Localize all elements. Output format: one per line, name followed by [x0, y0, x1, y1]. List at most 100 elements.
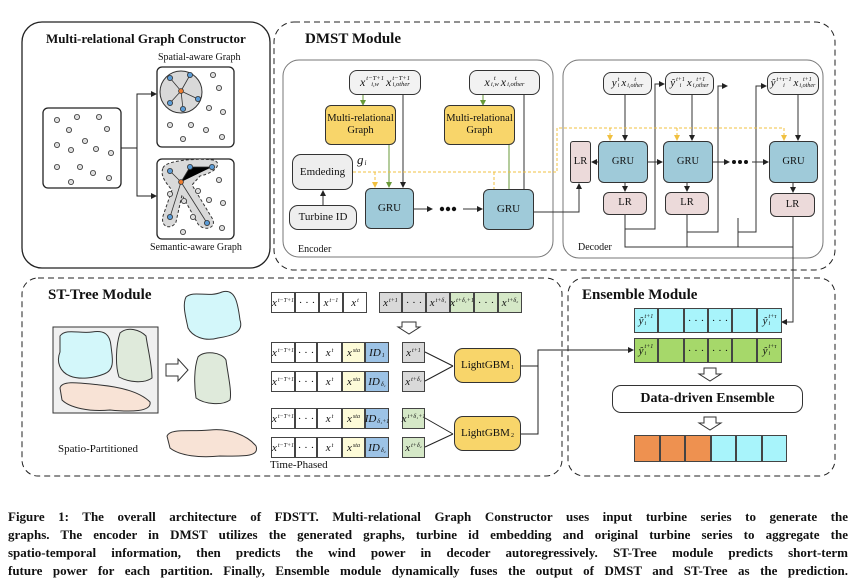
decoder-gru-3: GRU — [769, 141, 818, 183]
caption-line-4: future power for each partition. Finally… — [8, 563, 848, 578]
decoder-gru-2: GRU — [663, 141, 713, 183]
node-dot — [208, 163, 215, 170]
node-dot — [218, 133, 225, 140]
caption-line-2: graphs. The encoder in DMST utilizes the… — [8, 527, 848, 542]
st-tree-prediction-cell — [732, 338, 757, 363]
ensemble-output-cell — [761, 435, 787, 462]
math-symbol: LightGBM 1 — [461, 359, 514, 372]
node-dot — [178, 88, 184, 94]
node-dot — [194, 187, 201, 194]
encoder-gru-2: GRU — [483, 189, 534, 230]
node-dot — [180, 197, 187, 204]
math-symbol: ID δ₁+1 — [364, 412, 390, 425]
node-dot — [209, 72, 216, 79]
decoder-gru-1: GRU — [598, 141, 648, 183]
node-dot — [205, 105, 212, 112]
math-symbol: ID 1 — [369, 346, 385, 359]
node-dot — [203, 219, 210, 226]
node-dot — [68, 146, 75, 153]
encoder-label: Encoder — [298, 244, 332, 255]
dmst-prediction-cell: · · · — [708, 308, 732, 333]
node-dot — [166, 167, 173, 174]
ensemble-output-cell — [685, 435, 711, 462]
node-dot — [66, 127, 73, 134]
dmst-prediction-cell — [732, 308, 757, 333]
math-symbol: ID δ₁ — [368, 375, 386, 388]
encoder-frame — [282, 59, 554, 258]
spatio-partitioned-label: Spatio-Partitioned — [58, 443, 139, 455]
g-i-label: g i — [356, 152, 367, 168]
decoder-lr-2: LR — [665, 192, 709, 215]
node-dot — [187, 122, 194, 129]
future-cell: · · · — [402, 292, 426, 313]
node-dot — [54, 163, 61, 170]
graph-constructor-frame — [21, 21, 271, 269]
ensemble-output-cell — [710, 435, 736, 462]
dmst-title: DMST Module — [305, 31, 401, 47]
data-driven-ensemble-box: Data-driven Ensemble — [612, 385, 803, 413]
node-dot — [74, 114, 81, 121]
node-dot — [90, 169, 97, 176]
spatial-graph-label: Spatial-aware Graph — [158, 52, 241, 63]
node-dot — [202, 127, 209, 134]
caption-line-3: spatio-temporal information, then predic… — [8, 545, 848, 560]
ensemble-output-cell — [659, 435, 685, 462]
node-dot — [205, 196, 212, 203]
math-symbol: ID δ₂ — [368, 441, 386, 454]
node-dot — [166, 100, 173, 107]
semantic-graph-label: Semantic-aware Graph — [150, 242, 242, 253]
mrg-box-2: Multi-relational Graph — [444, 105, 515, 145]
dmst-frame — [273, 21, 836, 271]
node-dot — [77, 163, 84, 170]
time-phased-label: Time-Phased — [270, 459, 328, 471]
node-dot — [194, 96, 201, 103]
node-dot — [179, 135, 186, 142]
ensemble-title: Ensemble Module — [582, 287, 698, 303]
node-dot — [166, 213, 173, 220]
node-dot — [179, 106, 186, 113]
node-dot — [82, 137, 89, 144]
node-dot — [178, 179, 184, 185]
decoder-label: Decoder — [578, 242, 612, 253]
node-dot — [54, 117, 61, 124]
feature-cell: · · · — [295, 371, 317, 392]
math-symbol: LightGBM 2 — [461, 427, 514, 440]
node-dot — [166, 122, 173, 129]
